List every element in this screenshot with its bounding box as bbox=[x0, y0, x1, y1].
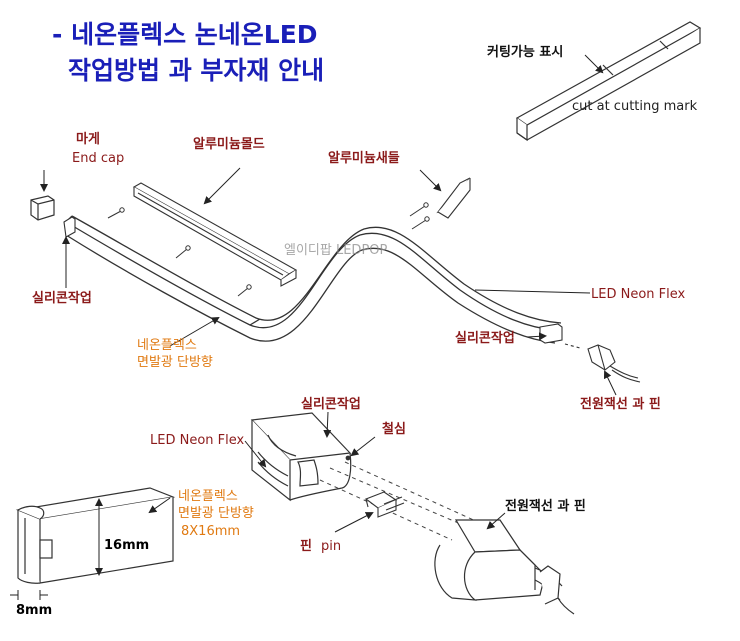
endcap-label-ko: 마게 bbox=[76, 132, 100, 147]
end-cap-drawing bbox=[30, 195, 55, 221]
bracket-label: 알루미늄새들 bbox=[328, 151, 400, 166]
detail-orange-arrow bbox=[148, 497, 171, 514]
power-detail-label: 전원잭선 과 핀 bbox=[505, 499, 586, 514]
neon-single-label-2: 면발광 단방향 bbox=[137, 355, 213, 370]
silicone-detail-arrow bbox=[323, 411, 332, 438]
neon-end-right bbox=[539, 323, 563, 344]
neon-flex-top-label: LED Neon Flex bbox=[591, 287, 686, 302]
pin-label-ko: 핀 bbox=[300, 539, 312, 554]
detail-label-3: 8X16mm bbox=[181, 524, 241, 539]
power-top-arrow bbox=[603, 370, 617, 396]
neon-single-label-1: 네온플렉스 bbox=[137, 338, 197, 353]
aluminium-mold-drawing bbox=[132, 182, 298, 287]
silicone-detail-label: 실리콘작업 bbox=[301, 397, 361, 412]
neon-end-left bbox=[63, 216, 76, 238]
mold-leader bbox=[203, 167, 241, 205]
pin-drawing bbox=[364, 491, 405, 518]
cutting-label-en: cut at cutting mark bbox=[572, 99, 698, 114]
power-connector-detail bbox=[434, 519, 575, 615]
neon-detail-drawing bbox=[250, 412, 352, 502]
detail-label-2: 면발광 단방향 bbox=[178, 506, 254, 521]
neon-flex-strip bbox=[65, 215, 562, 344]
width-dimension: 8mm bbox=[16, 603, 53, 618]
neon-single-arrow bbox=[169, 316, 220, 347]
height-dimension: 16mm bbox=[104, 538, 150, 553]
detail-label-1: 네온플렉스 bbox=[178, 489, 238, 504]
mold-label: 알루미늄몰드 bbox=[193, 137, 265, 152]
profile-section bbox=[15, 487, 176, 584]
cutting-leader bbox=[584, 54, 604, 74]
screws bbox=[107, 202, 430, 297]
pin-label-en: pin bbox=[321, 539, 342, 554]
cutting-label-ko: 커팅가능 표시 bbox=[487, 45, 564, 60]
neon-flex-detail-label: LED Neon Flex bbox=[150, 433, 245, 448]
silicone-right-label: 실리콘작업 bbox=[455, 331, 515, 346]
core-arrow bbox=[350, 436, 376, 457]
neon-detail-arrow bbox=[244, 440, 267, 468]
power-plug-top bbox=[564, 343, 641, 383]
neon-flex-leader bbox=[474, 289, 591, 294]
cutting-profile bbox=[515, 21, 702, 142]
power-top-label: 전원잭선 과 핀 bbox=[580, 397, 661, 412]
power-detail-arrow bbox=[486, 512, 506, 530]
bracket-arrow bbox=[419, 169, 442, 192]
title-line-1: - 네온플렉스 논네온LED bbox=[52, 20, 318, 49]
pin-arrow bbox=[334, 512, 374, 533]
endcap-label-en: End cap bbox=[72, 151, 125, 166]
watermark: 엘이디팝 LEDPOP bbox=[284, 243, 388, 258]
silicone-right-arrow bbox=[526, 332, 547, 341]
title-line-2: 작업방법 과 부자재 안내 bbox=[68, 56, 325, 85]
silicone-left-label: 실리콘작업 bbox=[32, 291, 92, 306]
dimension-lines bbox=[10, 498, 103, 600]
aluminium-bracket-drawing bbox=[436, 177, 471, 219]
core-label: 철심 bbox=[382, 422, 406, 437]
